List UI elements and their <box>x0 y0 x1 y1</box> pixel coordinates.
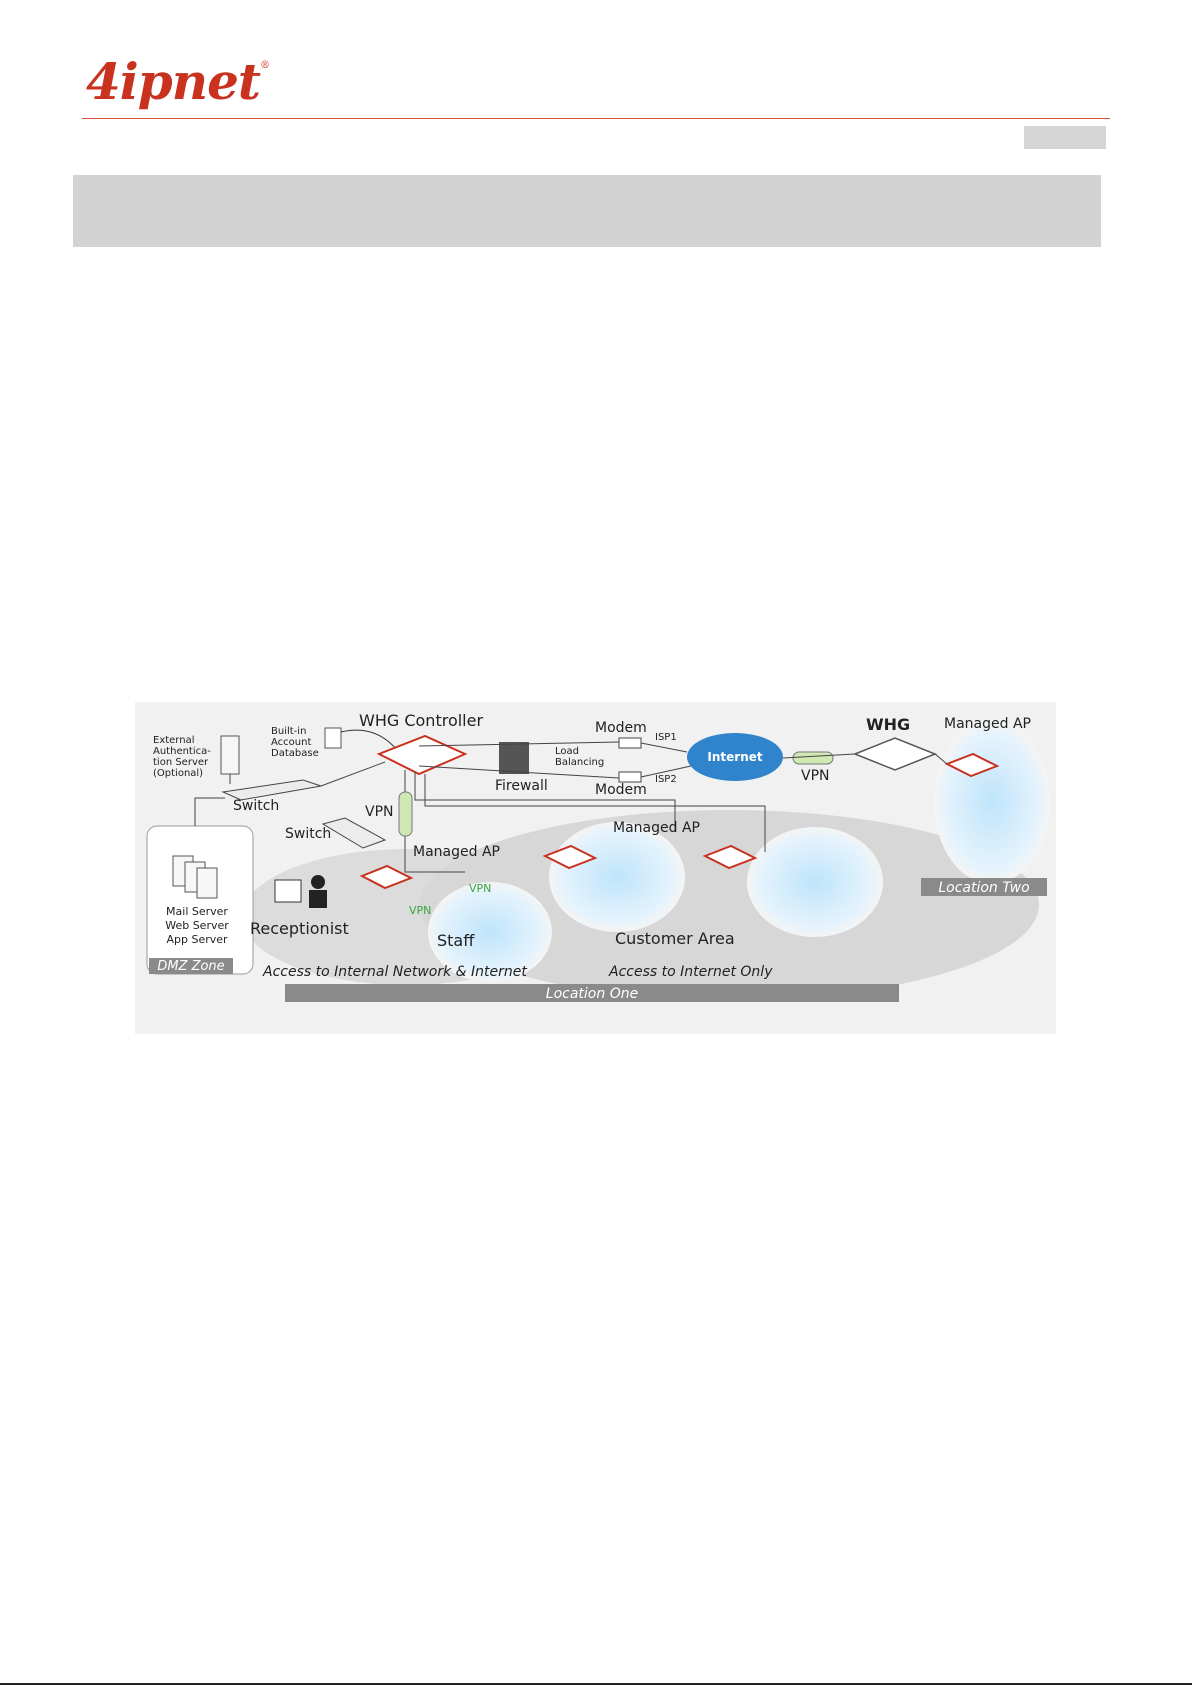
ext-auth-label-4: (Optional) <box>153 768 203 779</box>
firewall-icon <box>499 742 529 774</box>
access-internal-label: Access to Internal Network & Internet <box>262 964 527 980</box>
internet-label: Internet <box>707 750 762 764</box>
modem-top-icon <box>618 737 642 749</box>
internet-cloud-icon <box>687 733 783 781</box>
ap-right-label: Managed AP <box>944 716 1031 732</box>
switch-mid-label: Switch <box>285 826 331 842</box>
vpn-right-label: VPN <box>801 768 830 784</box>
firewall-label: Firewall <box>495 778 548 794</box>
server-label-web: Web Server <box>165 919 229 932</box>
whg-controller-label: WHG Controller <box>359 711 483 730</box>
location-one-label-bg <box>285 984 899 1002</box>
receptionist-label: Receptionist <box>250 919 349 938</box>
vpn-left-label: VPN <box>365 804 394 820</box>
ext-auth-label-2: Authentica- <box>153 746 211 757</box>
modem-top-label: Modem <box>595 720 647 736</box>
database-icon <box>324 727 342 749</box>
isp2-label: ISP2 <box>655 774 677 785</box>
dmz-zone-box <box>146 825 254 975</box>
ap-center-label: Managed AP <box>613 820 700 836</box>
ap-left-icon <box>359 864 414 890</box>
balancing-label: Balancing <box>555 757 604 768</box>
modem-bottom-icon <box>618 771 642 783</box>
ext-auth-label-3: tion Server <box>153 757 209 768</box>
dmz-label: DMZ Zone <box>157 959 224 974</box>
page-number-box <box>1024 126 1106 149</box>
switch-top-label: Switch <box>233 798 279 814</box>
vpn-tube-left-icon <box>398 791 413 837</box>
dmz-label-bg <box>149 958 233 974</box>
access-internet-label: Access to Internet Only <box>608 964 773 980</box>
ap-left-label: Managed AP <box>413 844 500 860</box>
receptionist-icon <box>311 875 325 889</box>
switch-mid-icon <box>321 817 387 849</box>
footer-rule <box>0 1683 1192 1685</box>
server-label-mail: Mail Server <box>166 905 228 918</box>
customer-wifi-bubble-1 <box>549 822 685 932</box>
isp1-label: ISP1 <box>655 732 677 743</box>
ext-auth-label-1: External <box>153 735 195 746</box>
server-stack-icon <box>172 855 218 899</box>
server-label-app: App Server <box>166 933 228 946</box>
load-label: Load <box>555 746 579 757</box>
staff-label: Staff <box>437 931 475 950</box>
location-one-label: Location One <box>546 986 638 1002</box>
vpn-wifi-label-2: VPN <box>409 904 431 917</box>
customer-area-label: Customer Area <box>615 929 735 948</box>
location-two-wifi-bubble <box>934 720 1050 884</box>
vpn-wifi-label-1: VPN <box>469 882 491 895</box>
vpn-tube-right-icon <box>792 751 834 765</box>
whg-label: WHG <box>866 715 910 734</box>
builtin-label-2: Account <box>271 737 311 748</box>
section-title-bar <box>73 175 1101 247</box>
builtin-label-3: Database <box>271 748 319 759</box>
ap-center-icon-1 <box>542 844 598 870</box>
ap-right-icon <box>944 752 1000 778</box>
logo: 4ipnet® <box>86 52 270 111</box>
ap-center-icon-2 <box>702 844 758 870</box>
staff-wifi-bubble <box>428 882 552 982</box>
location-two-label: Location Two <box>938 880 1029 896</box>
auth-server-icon <box>220 735 240 775</box>
computer-icon <box>274 879 302 903</box>
customer-wifi-bubble-2 <box>747 827 883 937</box>
modem-bottom-label: Modem <box>595 782 647 798</box>
network-topology-diagram: DMZ Zone Mail Server Web Server App Serv… <box>135 702 1056 1034</box>
header-rule <box>82 118 1110 119</box>
location-two-label-bg <box>921 878 1047 896</box>
builtin-label-1: Built-in <box>271 726 306 737</box>
